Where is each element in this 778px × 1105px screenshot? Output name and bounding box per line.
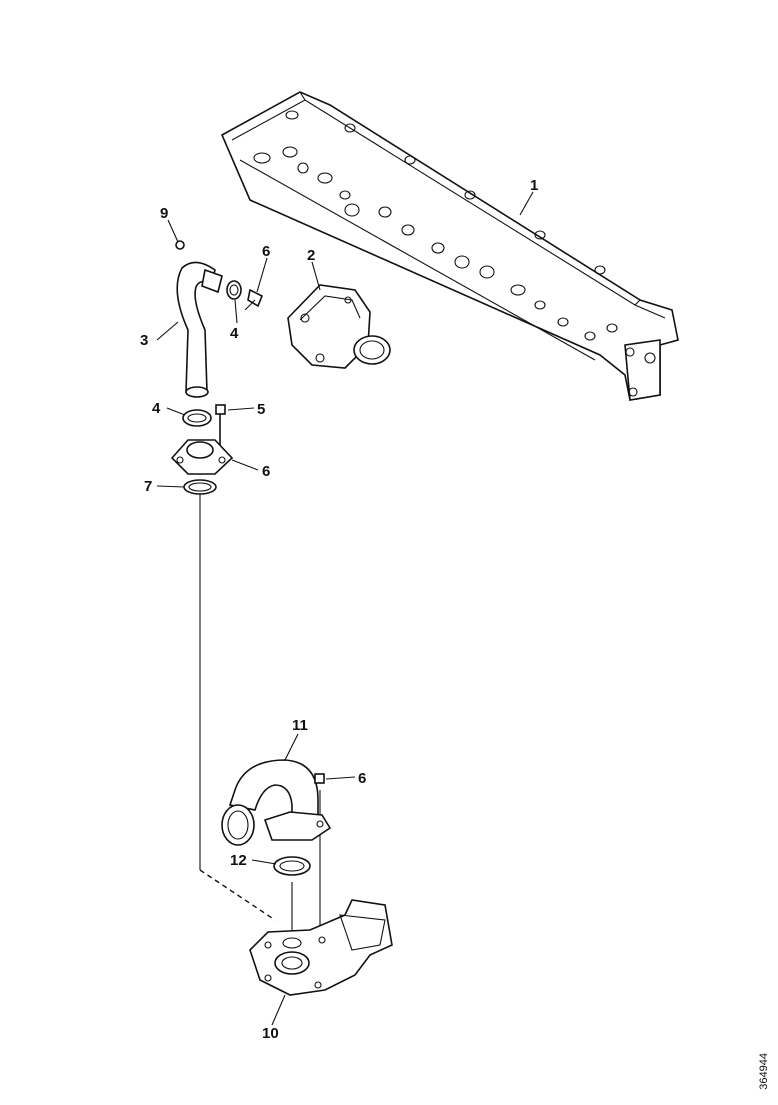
part-1-manifold [220, 91, 679, 401]
part-7-o-ring [183, 479, 217, 495]
part-11-elbow [221, 759, 332, 846]
manifold-ports [253, 110, 618, 341]
callout-6-flange: 6 [262, 463, 270, 480]
part-8-clip [244, 288, 264, 311]
part-4-seal-upper [226, 280, 242, 300]
part-9-bolt [175, 240, 185, 250]
part-12-seal [273, 856, 311, 876]
callout-6-clip: 6 [262, 243, 270, 260]
part-4-seal-lower [182, 409, 212, 427]
leader-lines [156, 191, 534, 1026]
figure-reference-number: 364944 [758, 1053, 770, 1090]
callout-6-elbow-bolt: 6 [358, 770, 366, 787]
callout-9: 9 [160, 205, 168, 222]
callout-3: 3 [140, 332, 148, 349]
callout-4-lower: 4 [152, 400, 161, 417]
callout-4-upper: 4 [230, 325, 239, 342]
part-10-housing [249, 899, 393, 996]
callout-10: 10 [262, 1025, 279, 1042]
part-3-pipe [176, 261, 223, 398]
part-2-thermostat-housing [287, 284, 391, 369]
callout-12: 12 [230, 852, 247, 869]
callout-labels: 1 2 3 4 4 5 6 6 6 7 9 10 11 12 [140, 177, 538, 1042]
assembly-axis-dashed [199, 869, 276, 921]
part-6-flange [170, 439, 234, 475]
callout-1: 1 [530, 177, 538, 194]
callout-7: 7 [144, 478, 152, 495]
callout-5: 5 [257, 401, 265, 418]
callout-11: 11 [292, 717, 308, 734]
callout-2: 2 [307, 247, 315, 264]
